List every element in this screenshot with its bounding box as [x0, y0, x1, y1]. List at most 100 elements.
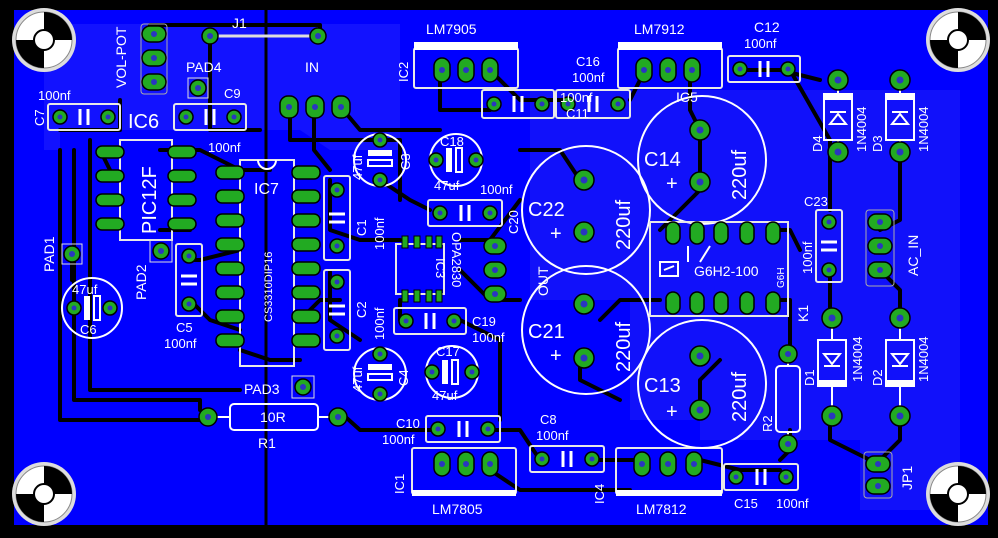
c14-plus: + — [666, 173, 678, 195]
c5-value: 100nf — [164, 336, 197, 351]
capacitor-c8[interactable]: C8 100nf — [529, 412, 605, 473]
c12-label: C12 — [754, 19, 780, 35]
d4-label: D4 — [810, 135, 825, 152]
mounting-hole-top-left — [12, 8, 76, 72]
capacitor-c16[interactable]: C16 100nf — [481, 54, 605, 119]
capacitor-c3[interactable]: C3 47uf — [350, 132, 413, 188]
pad3-label: PAD3 — [244, 381, 280, 397]
c2-value: 100nf — [372, 307, 387, 340]
resistor-r2[interactable]: R2 — [760, 344, 801, 454]
r1-value: 10R — [260, 409, 286, 425]
ic4-lm7812[interactable]: IC4 LM7812 — [592, 447, 723, 517]
diode-d2[interactable]: D2 1N4004 — [870, 307, 931, 427]
out-label: OUT — [535, 266, 551, 296]
c3-label: C3 — [398, 153, 413, 170]
c8-label: C8 — [540, 412, 557, 427]
capacitor-c15[interactable]: C15 100nf — [723, 463, 809, 511]
vol-pot-header[interactable]: VOL-POT — [113, 23, 168, 95]
capacitor-c20[interactable]: 100nf C20 — [427, 182, 521, 234]
capacitor-c23[interactable]: C23 100nf — [800, 194, 843, 283]
ic7-label: IC7 — [254, 181, 279, 198]
c6-label: C6 — [80, 322, 97, 337]
c13-value: 220uf — [729, 372, 751, 422]
c21-plus: + — [550, 345, 562, 367]
c6-value: 47uf — [72, 282, 98, 297]
capacitor-c14[interactable]: C14 + 220uf — [637, 95, 767, 225]
diode-d3[interactable]: D3 1N4004 — [870, 69, 931, 163]
c14-value: 220uf — [729, 150, 751, 200]
ic1-label: IC1 — [392, 474, 407, 494]
capacitor-c18[interactable]: C18 47uf — [428, 133, 484, 193]
in-label: IN — [305, 59, 319, 75]
c21-label: C21 — [528, 321, 565, 343]
pad1[interactable]: PAD1 — [41, 236, 83, 272]
c5-label: C5 — [176, 320, 193, 335]
d4-part: 1N4004 — [854, 106, 869, 152]
capacitor-c19[interactable]: C19 100nf — [393, 307, 505, 345]
capacitor-c12[interactable]: C12 100nf — [727, 19, 801, 83]
c14-label: C14 — [644, 149, 681, 171]
r2-label: R2 — [760, 415, 775, 432]
capacitor-c22[interactable]: C22 + 220uf — [521, 145, 651, 275]
out-header[interactable]: OUT — [483, 237, 551, 303]
d1-label: D1 — [802, 369, 817, 386]
c3-value: 47uf — [350, 154, 365, 180]
ic1-part: LM7805 — [432, 501, 483, 517]
capacitor-c1[interactable]: C1 100nf — [323, 175, 387, 261]
ac-in-connector[interactable]: AC_IN — [865, 209, 921, 287]
ic2-lm7905[interactable]: IC2 LM7905 — [396, 21, 519, 89]
capacitor-c11[interactable]: 100nf C11 — [555, 89, 631, 121]
ic1-lm7805[interactable]: IC1 LM7805 — [392, 447, 517, 517]
resistor-r1[interactable]: 10R R1 — [198, 403, 348, 451]
diode-d1[interactable]: D1 1N4004 — [802, 307, 865, 427]
ic3-part: OPA2830 — [449, 232, 464, 287]
capacitor-c7[interactable]: C7 100nf — [32, 88, 121, 131]
capacitor-c17[interactable]: C17 47uf — [424, 344, 480, 403]
mounting-hole-bottom-left — [12, 462, 76, 526]
k1-small: G6H — [776, 267, 787, 288]
c1-label: C1 — [354, 219, 369, 236]
ic6-pic12f[interactable]: IC6 PIC12F — [95, 111, 197, 241]
capacitor-c6[interactable]: 47uf C6 — [61, 277, 123, 339]
capacitor-c5[interactable]: C5 100nf — [164, 243, 203, 351]
pad4[interactable]: PAD4 — [186, 59, 222, 99]
mounting-hole-top-right — [926, 8, 990, 72]
c10-value: 100nf — [382, 432, 415, 447]
c4-label: C4 — [396, 369, 411, 386]
c23-value: 100nf — [800, 241, 815, 274]
ic3-opamp[interactable]: IC3 OPA2830 — [395, 232, 464, 303]
pad4-label: PAD4 — [186, 59, 222, 75]
c13-label: C13 — [644, 375, 681, 397]
pad2[interactable]: PAD2 — [133, 239, 173, 300]
capacitor-c13[interactable]: C13 + 220uf — [637, 319, 767, 449]
capacitor-c10[interactable]: C10 100nf — [382, 415, 501, 447]
ic2-part: LM7905 — [426, 21, 477, 37]
diode-d4[interactable]: D4 1N4004 — [810, 69, 869, 163]
relay-k1[interactable]: G6H2-100 G6H K1 — [649, 221, 811, 322]
ic6-label: IC6 — [128, 111, 159, 133]
capacitor-c2[interactable]: C2 100nf — [323, 269, 387, 351]
jumper-jp1[interactable]: JP1 — [863, 451, 915, 499]
connector-j1[interactable]: J1 IN — [201, 15, 327, 75]
header-3pin-top[interactable] — [279, 95, 351, 119]
ic6-part: PIC12F — [139, 166, 161, 234]
c4-value: 47uf — [350, 366, 365, 392]
c9-label: C9 — [224, 86, 241, 101]
c10-label: C10 — [396, 416, 420, 431]
k1-part: G6H2-100 — [694, 263, 759, 279]
jp1-label: JP1 — [899, 466, 915, 490]
d2-part: 1N4004 — [916, 336, 931, 382]
c22-label: C22 — [528, 199, 565, 221]
c21-value: 220uf — [613, 322, 635, 372]
capacitor-c4[interactable]: C4 47uf — [350, 346, 411, 402]
capacitor-c21[interactable]: C21 + 220uf — [521, 265, 651, 395]
ic3-label: IC3 — [433, 258, 448, 278]
pad3[interactable]: PAD3 — [244, 375, 315, 399]
c19-value: 100nf — [472, 330, 505, 345]
capacitor-c9[interactable]: C9 100nf — [173, 86, 247, 155]
c13-plus: + — [666, 401, 678, 423]
c17-value: 47uf — [432, 388, 458, 403]
ic7-cs3310[interactable]: IC7 CS3310DIP16 — [215, 159, 321, 367]
ic5-part: LM7912 — [634, 21, 685, 37]
c8-value: 100nf — [536, 428, 569, 443]
